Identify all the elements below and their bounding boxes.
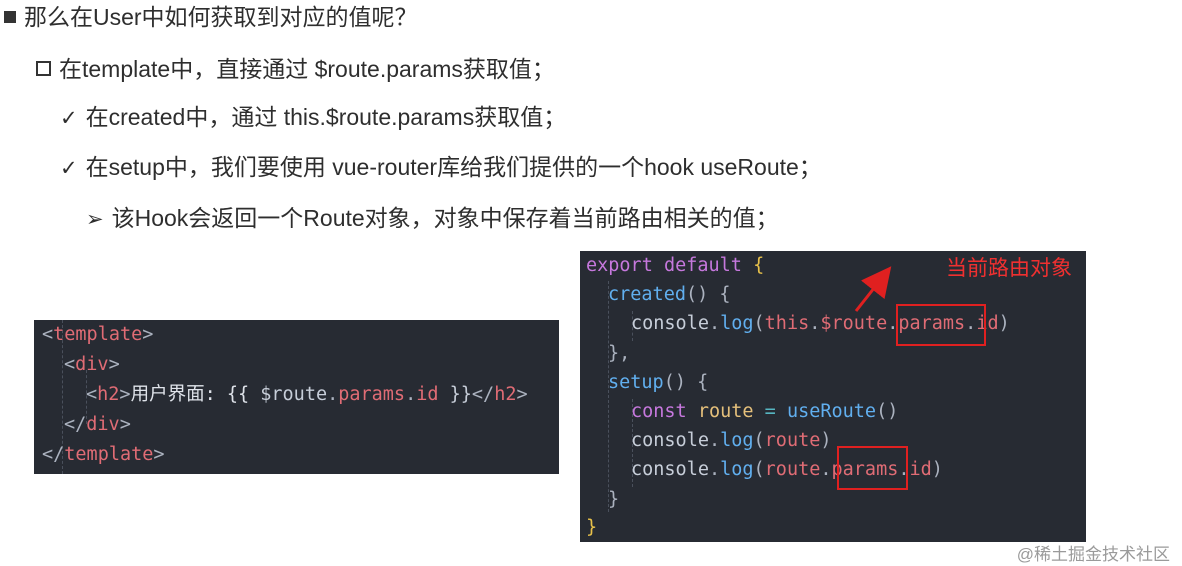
code-line: setup() { bbox=[608, 372, 709, 393]
bullet-setup-text: 在setup中，我们要使用 vue-router库给我们提供的一个hook us… bbox=[85, 154, 822, 180]
filled-square-bullet-icon bbox=[4, 11, 16, 23]
params-highlight-box bbox=[837, 446, 908, 490]
params-highlight-box bbox=[896, 304, 986, 346]
arrow-bullet-icon: ➢ bbox=[86, 208, 104, 231]
code-line: </div> bbox=[64, 414, 131, 435]
annotation-label: 当前路由对象 bbox=[946, 257, 1072, 280]
code-line: } bbox=[586, 517, 598, 538]
bullet-created: ✓ 在created中，通过 this.$route.params获取值； bbox=[60, 102, 566, 134]
check-mark-icon: ✓ bbox=[60, 107, 78, 130]
code-line: <h2>用户界面: {{ $route.params.id }}</h2> bbox=[86, 384, 528, 405]
indent-guide bbox=[86, 370, 87, 424]
bullet-hook-text: 该Hook会返回一个Route对象，对象中保存着当前路由相关的值； bbox=[111, 205, 779, 231]
template-code-block: <template> <div> <h2>用户界面: {{ $route.par… bbox=[34, 320, 559, 474]
heading-question: 那么在User中如何获取到对应的值呢？ bbox=[4, 2, 418, 32]
heading-text: 那么在User中如何获取到对应的值呢？ bbox=[24, 4, 418, 30]
watermark: @稀土掘金技术社区 bbox=[1016, 545, 1170, 564]
code-line: <template> bbox=[42, 324, 154, 345]
code-line: <div> bbox=[64, 354, 120, 375]
setup-code-block: export default { created() { console.log… bbox=[580, 251, 1086, 542]
code-line: }, bbox=[608, 343, 631, 364]
code-line: export default { bbox=[586, 255, 765, 276]
code-line: created() { bbox=[608, 284, 731, 305]
code-line: console.log(route) bbox=[631, 430, 832, 451]
code-line: const route = useRoute() bbox=[631, 401, 899, 422]
indent-guide bbox=[632, 399, 633, 487]
bullet-template: 在template中，直接通过 $route.params获取值； bbox=[36, 54, 555, 84]
bullet-setup: ✓ 在setup中，我们要使用 vue-router库给我们提供的一个hook u… bbox=[60, 152, 822, 184]
code-line: </template> bbox=[42, 444, 165, 465]
indent-guide bbox=[62, 320, 63, 474]
indent-guide bbox=[632, 311, 633, 341]
check-mark-icon: ✓ bbox=[60, 157, 78, 180]
code-line: console.log(this.$route.params.id) bbox=[631, 313, 1010, 334]
code-line: console.log(route.params.id) bbox=[631, 459, 943, 480]
code-line: } bbox=[608, 489, 620, 510]
bullet-created-text: 在created中，通过 this.$route.params获取值； bbox=[85, 104, 567, 130]
bullet-hook: ➢ 该Hook会返回一个Route对象，对象中保存着当前路由相关的值； bbox=[86, 203, 779, 235]
hollow-square-bullet-icon bbox=[36, 61, 51, 76]
indent-guide bbox=[608, 281, 609, 512]
bullet-template-text: 在template中，直接通过 $route.params获取值； bbox=[59, 56, 555, 82]
